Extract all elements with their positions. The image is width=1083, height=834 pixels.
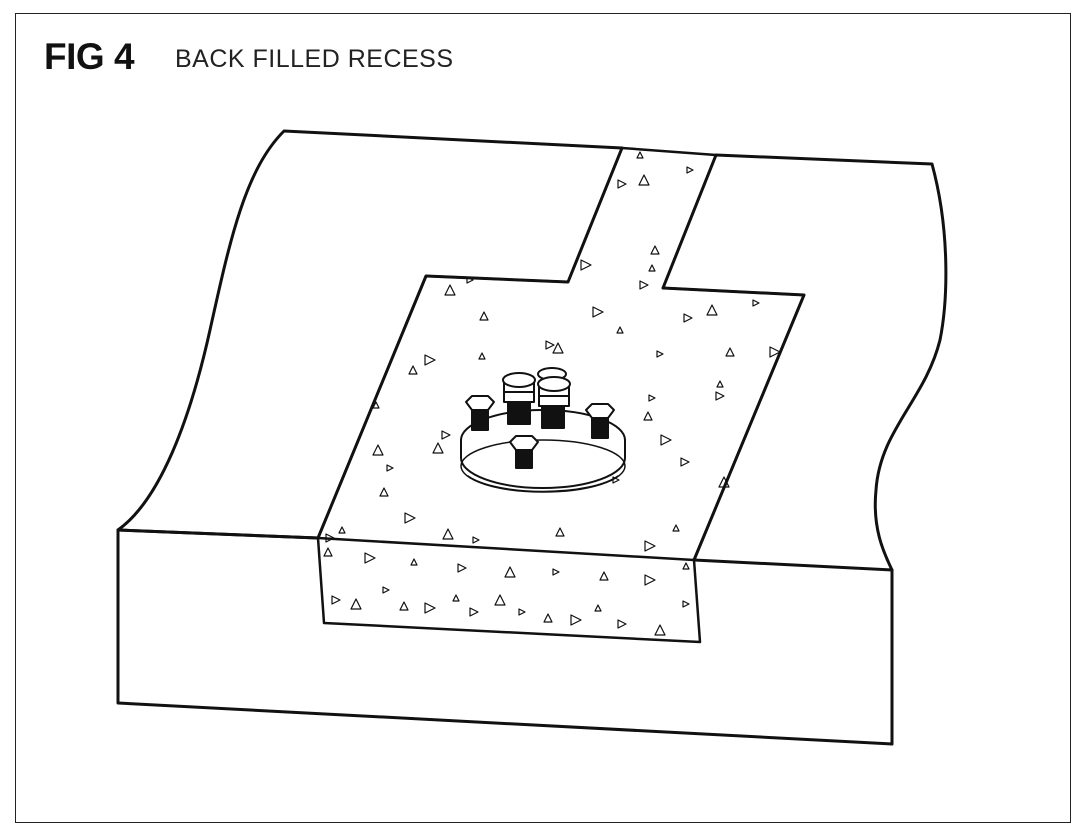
aggregate-speckle [706,304,718,316]
aggregate-speckle [410,558,418,566]
aggregate-speckle [592,306,604,318]
aggregate-speckle [408,365,418,375]
aggregate-speckle [479,311,489,321]
aggregate-speckle [644,540,656,552]
aggregate-speckle [672,524,680,532]
aggregate-speckle [457,563,467,573]
aggregate-speckle [545,340,555,350]
aggregate-speckle [424,354,436,366]
aggregate-speckle [372,401,380,409]
aggregate-speckle [650,245,660,255]
aggregate-speckle [636,151,644,159]
aggregate-speckle [323,547,333,557]
aggregate-speckle [386,464,394,472]
aggregate-speckle [716,380,724,388]
aggregate-speckle [680,457,690,467]
aggregate-speckle [399,601,409,611]
anchor-bolt-assembly [460,367,626,493]
aggregate-speckle [580,259,592,271]
aggregate-speckle [364,552,376,564]
aggregate-speckle [617,619,627,629]
aggregate-speckle [648,264,656,272]
aggregate-speckle [644,574,656,586]
aggregate-speckle [638,174,650,186]
aggregate-speckle [404,512,416,524]
figure-number: FIG 4 [44,36,135,77]
concrete-slab [116,129,948,746]
aggregate-speckle [654,624,666,636]
aggregate-speckle [432,442,444,454]
anchor-stud-right [537,367,571,429]
aggregate-speckle [555,527,565,537]
aggregate-speckle [331,595,341,605]
aggregate-speckle [338,526,346,534]
aggregate-speckle [570,614,582,626]
aggregate-speckle [466,276,474,284]
aggregate-speckles [323,151,781,636]
aggregate-speckle [599,571,609,581]
aggregate-speckle [718,476,730,488]
aggregate-speckle [617,179,627,189]
aggregate-speckle [478,352,486,360]
aggregate-speckle [616,326,624,334]
aggregate-speckle [382,586,390,594]
aggregate-speckle [543,613,553,623]
aggregate-speckle [643,411,653,421]
aggregate-speckle [441,430,451,440]
aggregate-speckle [660,434,672,446]
aggregate-speckle [683,313,693,323]
aggregate-speckle [442,528,454,540]
backfill-recess [316,146,806,644]
aggregate-speckle [552,342,564,354]
aggregate-speckle [725,347,735,357]
aggregate-speckle [424,602,436,614]
figure-title: BACK FILLED RECESS [175,45,454,73]
aggregate-speckle [350,598,362,610]
aggregate-speckle [494,594,506,606]
hex-bolt-left [465,395,495,431]
aggregate-speckle [648,394,656,402]
aggregate-speckle [686,166,694,174]
aggregate-speckle [518,608,526,616]
aggregate-speckle [752,299,760,307]
aggregate-speckle [639,280,649,290]
aggregate-speckle [444,284,456,296]
aggregate-speckle [552,568,560,576]
aggregate-speckle [469,607,479,617]
aggregate-speckle [594,604,602,612]
hex-bolt-right [585,403,615,439]
aggregate-speckle [452,594,460,602]
aggregate-speckle [656,350,664,358]
aggregate-speckle [715,391,725,401]
aggregate-speckle [379,487,389,497]
aggregate-speckle [472,536,480,544]
hex-bolt-front [509,435,539,469]
anchor-stud-left [502,372,536,425]
aggregate-speckle [769,346,781,358]
aggregate-speckle [504,566,516,578]
aggregate-speckle [682,600,690,608]
aggregate-speckle [682,562,690,570]
aggregate-speckle [372,444,384,456]
aggregate-speckle [325,533,335,543]
